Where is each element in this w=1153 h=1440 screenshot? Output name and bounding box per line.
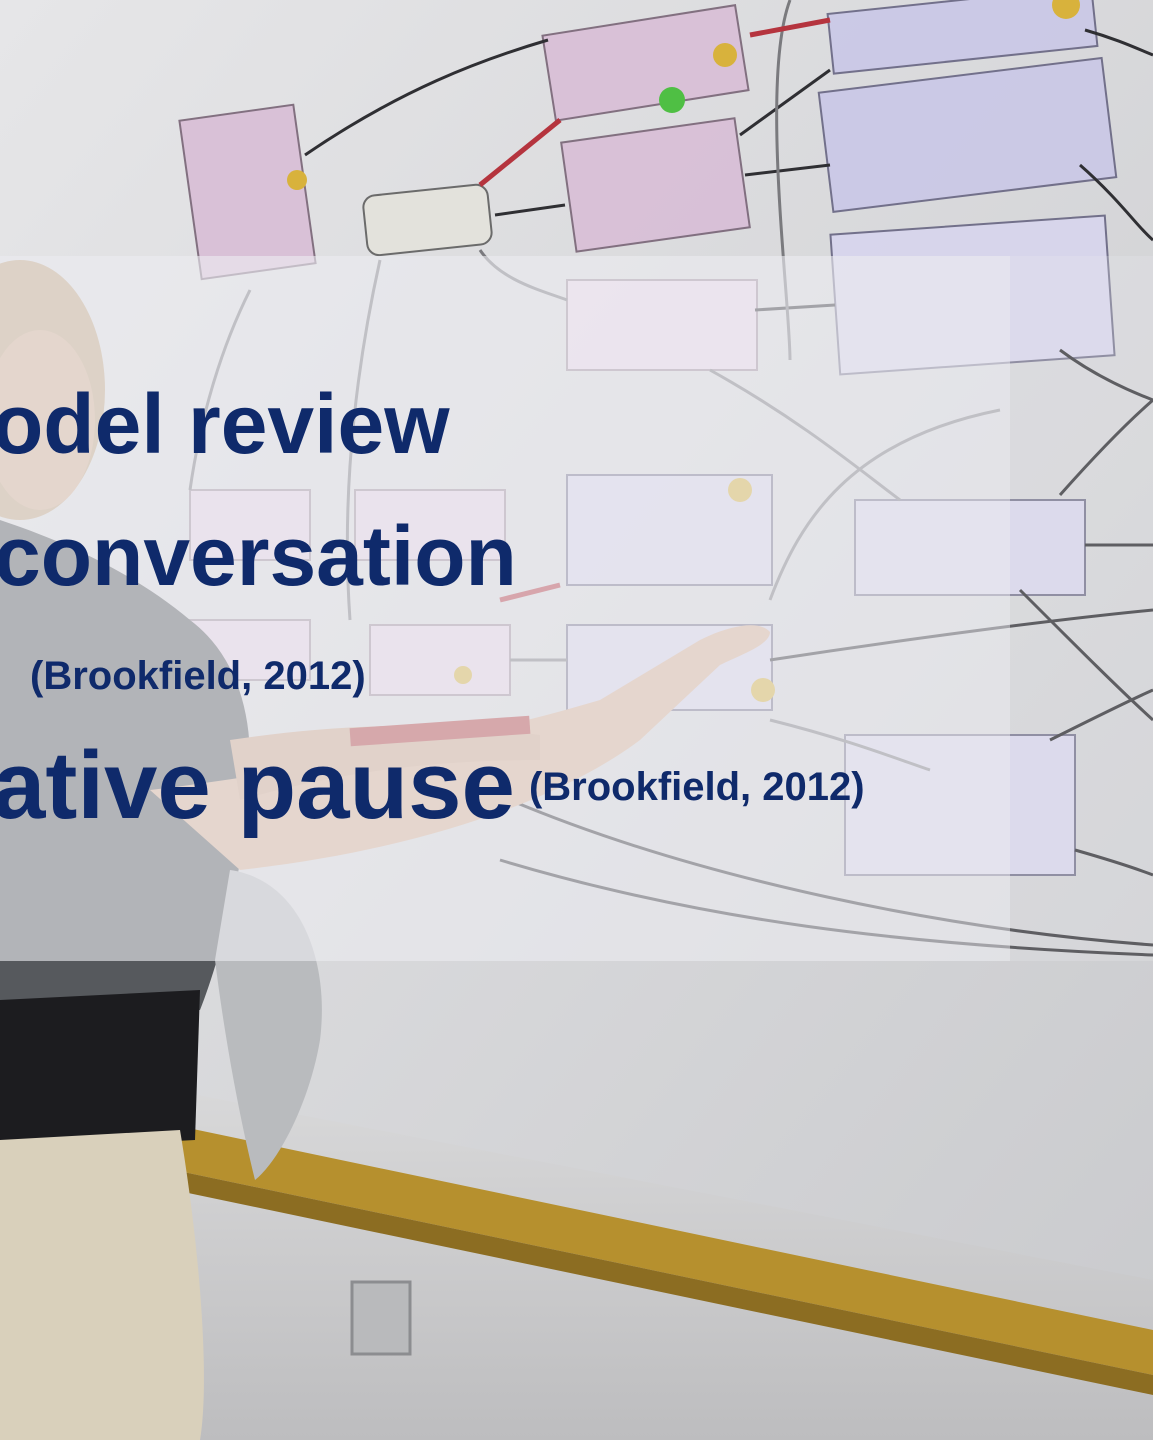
bullet-line-2: conversation <box>0 509 517 603</box>
bullet-line-3: ative pause(Brookfield, 2012) <box>0 738 865 834</box>
text-overlay-panel <box>0 256 1010 961</box>
citation-line-1: (Brookfield, 2012) <box>30 654 366 698</box>
bullet-line-1: odel review <box>0 377 450 471</box>
citation-line-2: (Brookfield, 2012) <box>528 765 865 809</box>
overlay-right-edge <box>1010 256 1153 961</box>
bullet-line-3-text: ative pause <box>0 732 515 839</box>
